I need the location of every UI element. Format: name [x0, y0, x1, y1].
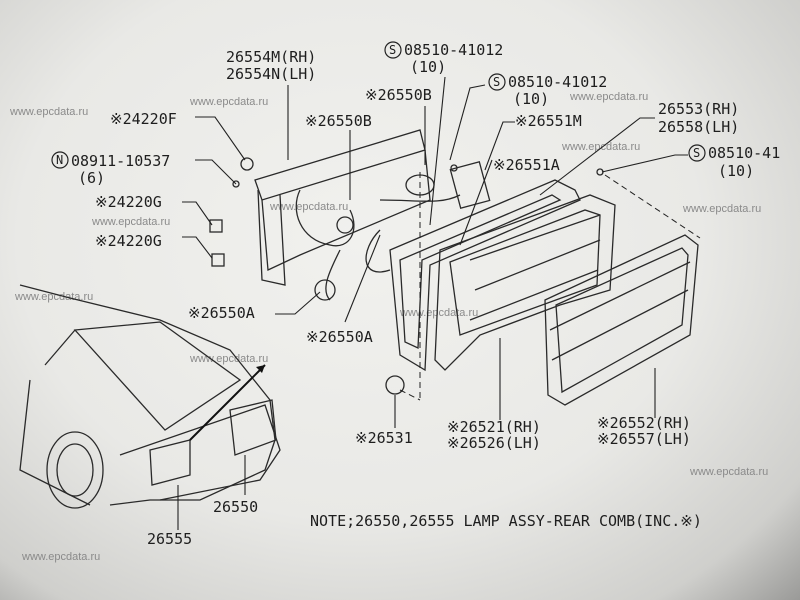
part-label-26553: 26553(RH)	[658, 100, 739, 118]
watermark: www.epcdata.ru	[9, 106, 88, 118]
screw-symbol-letter: S	[693, 146, 700, 160]
part-label-26531: ※26531	[355, 429, 413, 447]
part-label-26554m: 26554M(RH)	[226, 48, 316, 66]
gasket-drawing	[389, 179, 581, 372]
part-label-26550a: ※26550A	[188, 304, 255, 322]
part-qty-screw-1: (10)	[410, 58, 446, 76]
part-label-26550a: ※26550A	[306, 328, 373, 346]
screw-symbol-letter: S	[493, 75, 500, 89]
part-label-24220g: ※24220G	[95, 232, 162, 250]
watermark: www.epcdata.ru	[399, 307, 478, 319]
screw-symbol-icon	[688, 144, 706, 162]
bezel-drawing	[544, 234, 699, 406]
nut-symbol-icon	[51, 151, 69, 169]
car-drawing	[19, 284, 281, 509]
watermark: www.epcdata.ru	[91, 216, 170, 228]
watermark: www.epcdata.ru	[269, 201, 348, 213]
part-label-26550: 26550	[213, 498, 258, 516]
lens-drawing	[434, 194, 616, 371]
part-qty-screw-2: (10)	[513, 90, 549, 108]
part-label-screw-3: 08510-41	[708, 144, 780, 162]
assembly-line	[604, 174, 701, 239]
part-label-26554n: 26554N(LH)	[226, 65, 316, 83]
part-qty-screw-3: (10)	[718, 162, 754, 180]
diagram-note: NOTE;26550,26555 LAMP ASSY-REAR COMB(INC…	[310, 512, 702, 530]
watermark: www.epcdata.ru	[682, 203, 761, 215]
part-label-26521: ※26521(RH)	[447, 418, 541, 436]
part-label-26526: ※26526(LH)	[447, 434, 541, 452]
screw-symbol-letter: S	[389, 43, 396, 57]
part-qty-nut: (6)	[78, 169, 105, 187]
part-label-26555: 26555	[147, 530, 192, 548]
part-label-screw-1: 08510-41012	[404, 41, 503, 59]
watermark: www.epcdata.ru	[561, 141, 640, 153]
watermark: www.epcdata.ru	[189, 353, 268, 365]
part-label-26550b: ※26550B	[305, 112, 372, 130]
part-label-26551a: ※26551A	[493, 156, 560, 174]
part-label-24220f: ※24220F	[110, 110, 177, 128]
watermarks: www.epcdata.ru www.epcdata.ru www.epcdat…	[9, 91, 768, 563]
watermark: www.epcdata.ru	[14, 291, 93, 303]
part-label-26551m: ※26551M	[515, 112, 582, 130]
screw-symbol-icon	[384, 41, 402, 59]
watermark: www.epcdata.ru	[569, 91, 648, 103]
part-label-26550b: ※26550B	[365, 86, 432, 104]
assembly-line	[399, 389, 421, 401]
screw-symbol-icon	[488, 73, 506, 91]
part-label-26552: ※26552(RH)	[597, 414, 691, 432]
watermark: www.epcdata.ru	[689, 466, 768, 478]
leader-lines	[177, 76, 688, 530]
part-label-nut: 08911-10537	[71, 152, 170, 170]
watermark: www.epcdata.ru	[189, 96, 268, 108]
callouts: 26554M(RH) 26554N(LH) S 08510-41012 (10)…	[51, 41, 780, 548]
part-label-screw-2: 08510-41012	[508, 73, 607, 91]
watermark: www.epcdata.ru	[21, 551, 100, 563]
part-label-26558: 26558(LH)	[658, 118, 739, 136]
nut-symbol-letter: N	[56, 153, 63, 167]
grommet-drawing	[385, 375, 405, 395]
part-label-24220g: ※24220G	[95, 193, 162, 211]
part-label-26557: ※26557(LH)	[597, 430, 691, 448]
